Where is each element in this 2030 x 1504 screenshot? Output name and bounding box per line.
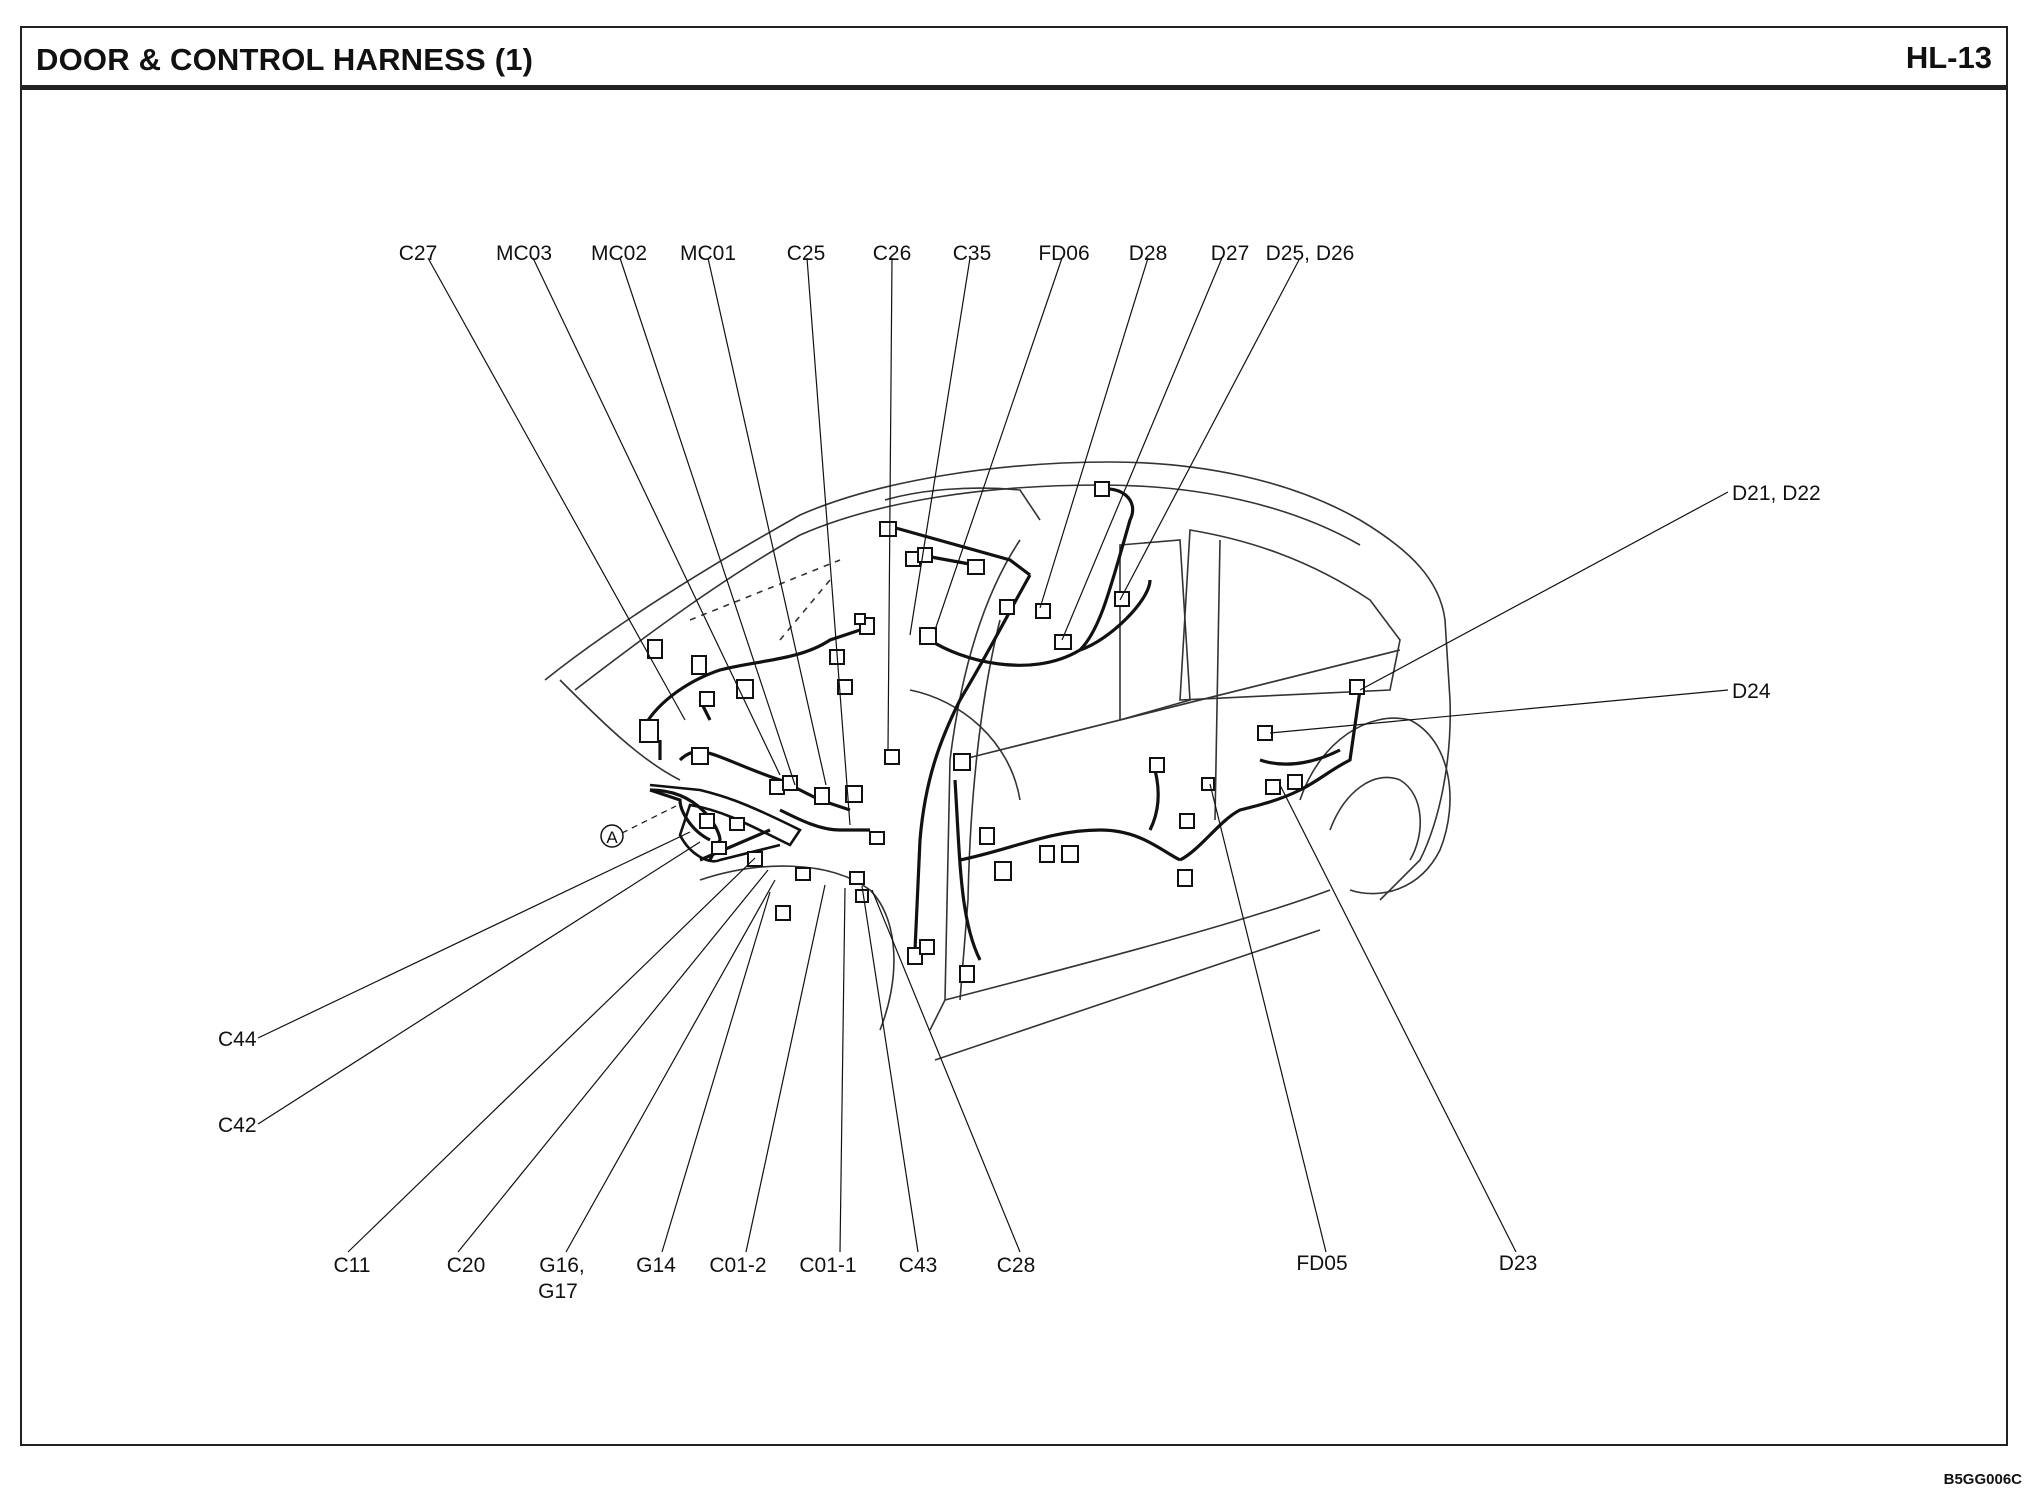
callout-c27: C27: [399, 242, 438, 265]
callout-c35: C35: [953, 242, 992, 265]
page-frame: DOOR & CONTROL HARNESS (1) HL-13: [20, 26, 2008, 1446]
page-title: DOOR & CONTROL HARNESS (1): [36, 42, 534, 77]
callout-labels-right: D21, D22 D24: [1732, 482, 1821, 703]
connectors: [639, 481, 1365, 983]
callout-mc01: MC01: [680, 242, 736, 265]
callout-g14: G14: [636, 1254, 676, 1277]
car-outline: [544, 461, 1452, 1061]
callout-mc03: MC03: [496, 242, 552, 265]
callout-c28: C28: [997, 1254, 1036, 1277]
callout-labels-left: C44 C42: [218, 1028, 257, 1137]
callout-g17: G17: [538, 1280, 578, 1303]
page-number: HL-13: [1905, 40, 1992, 75]
callout-d25-d26: D25, D26: [1266, 242, 1355, 265]
callout-d23: D23: [1499, 1252, 1538, 1275]
leader-lines: [257, 257, 1729, 1253]
callout-c01-1: C01-1: [799, 1254, 856, 1277]
callout-labels-bottom: C11 C20 G16, G17 G14 C01-2 C01-1 C43 C28…: [334, 1252, 1538, 1303]
header-bar: DOOR & CONTROL HARNESS (1) HL-13: [22, 28, 2006, 90]
callout-mc02: MC02: [591, 242, 647, 265]
callout-d24: D24: [1732, 680, 1771, 703]
callout-labels-top: C27 MC03 MC02 MC01 C25 C26 C35 FD06 D28 …: [399, 242, 1355, 265]
callout-d27: D27: [1211, 242, 1250, 265]
callout-d21-d22: D21, D22: [1732, 482, 1821, 505]
detail-marker-a: A: [600, 824, 624, 848]
callout-c42: C42: [218, 1114, 257, 1137]
callout-fd06: FD06: [1038, 242, 1089, 265]
callout-c44: C44: [218, 1028, 257, 1051]
detail-marker-label: A: [606, 828, 618, 847]
callout-c26: C26: [873, 242, 912, 265]
callout-c01-2: C01-2: [709, 1254, 766, 1277]
callout-g16: G16,: [539, 1254, 585, 1277]
callout-c43: C43: [899, 1254, 938, 1277]
callout-d28: D28: [1129, 242, 1168, 265]
callout-c25: C25: [787, 242, 826, 265]
figure-code: B5GG006C: [1943, 1471, 2022, 1488]
console-harness: [649, 783, 802, 863]
callout-fd05: FD05: [1296, 1252, 1347, 1275]
callout-c20: C20: [447, 1254, 486, 1277]
callout-c11: C11: [334, 1254, 371, 1277]
